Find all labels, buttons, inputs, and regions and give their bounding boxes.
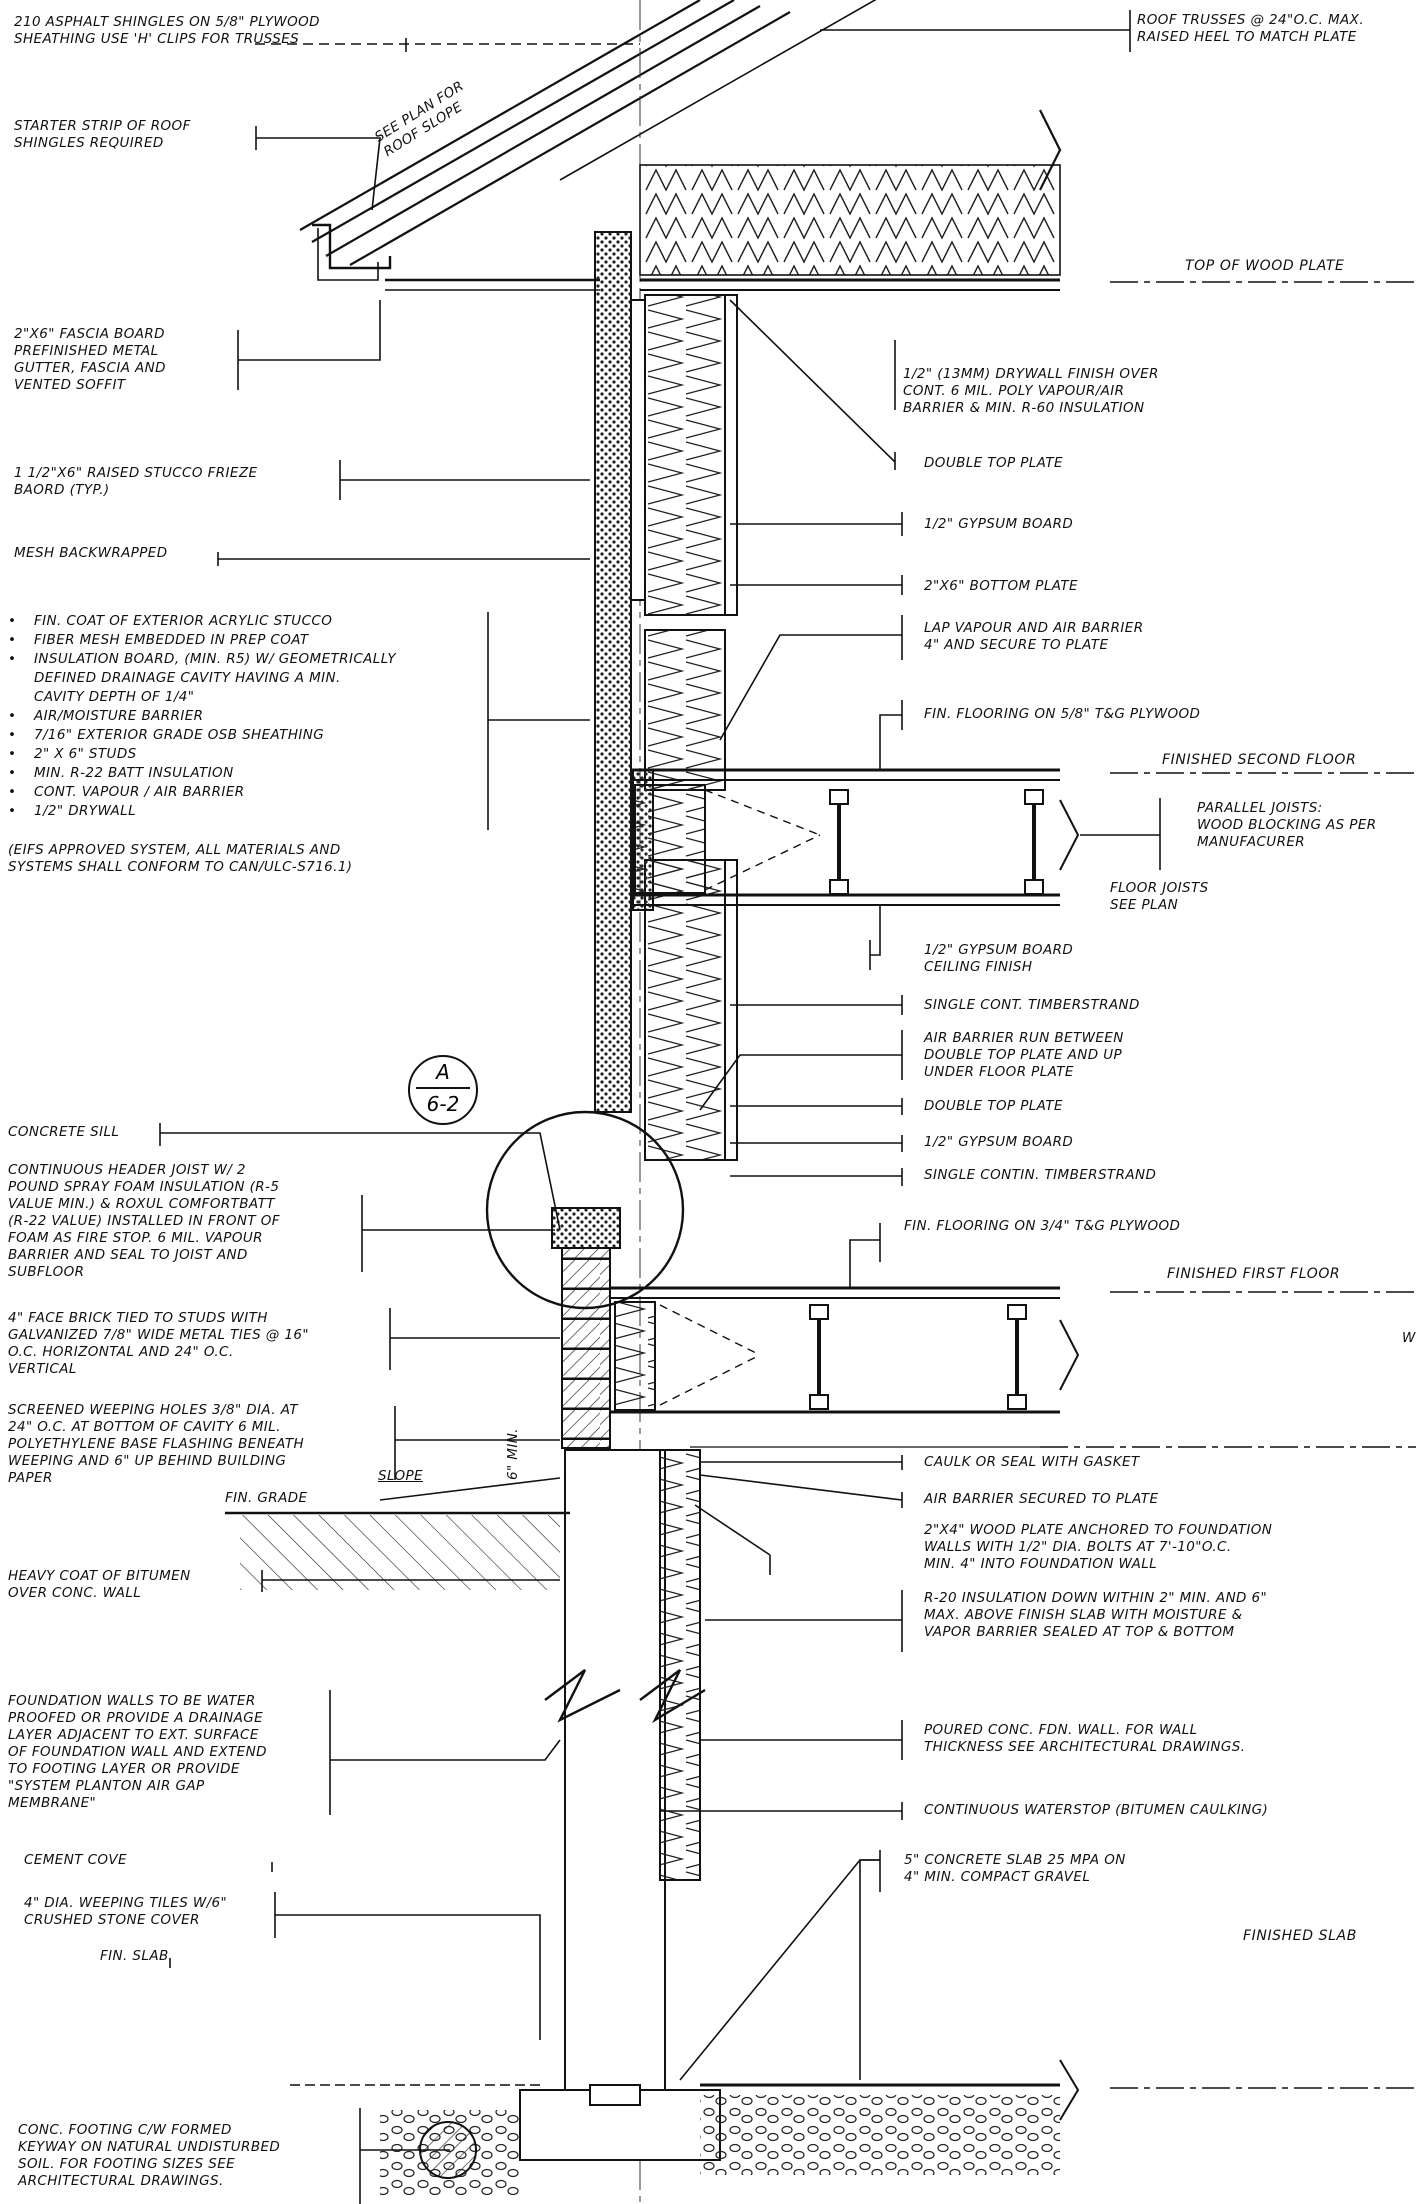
note-double-top-plate-2: DOUBLE TOP PLATE [924,1098,1063,1114]
level-second-floor: FINISHED SECOND FLOOR [1162,752,1357,768]
note-gypsum-2: 1/2" GYPSUM BOARD [924,1134,1074,1150]
note-footing: CONC. FOOTING C/W FORMED KEYWAY ON NATUR… [18,2122,281,2189]
note-concrete-slab: 5" CONCRETE SLAB 25 MPa ON 4" MIN. COMPA… [904,1852,1126,1885]
ground-and-slab [225,1477,1080,2195]
note-timberstrand-1: SINGLE CONT. TIMBERSTRAND [924,997,1140,1013]
level-top-of-plate: TOP OF WOOD PLATE [1185,258,1345,274]
note-r20-insulation: R-20 INSULATION DOWN WITHIN 2" MIN. AND … [924,1590,1268,1640]
note-bitumen: HEAVY COAT OF BITUMEN OVER CONC. WALL [8,1568,191,1601]
detail-circle [485,1110,685,1310]
second-floor-system [630,768,1080,906]
note-foundation-waterproof: FOUNDATION WALLS TO BE WATER PROOFED OR … [8,1693,267,1811]
note-roof-trusses: ROOF TRUSSES @ 24"o.c. MAX. RAISED HEEL … [1137,12,1365,45]
note-flooring-second: FIN. FLOORING ON 5/8" T&G PLYWOOD [924,706,1201,722]
wall-layer-item: 1/2" DRYWALL [8,802,396,821]
level-finished-slab: FINISHED SLAB [1243,1928,1357,1944]
note-bottom-plate: 2"x6" BOTTOM PLATE [924,578,1078,594]
wall-layer-item: 2" X 6" STUDS [8,745,396,764]
note-timberstrand-2: SINGLE CONTIN. TIMBERSTRAND [924,1167,1157,1183]
note-face-brick: 4" FACE BRICK TIED TO STUDS WITH GALVANI… [8,1310,309,1377]
note-slope: SLOPE [378,1468,423,1484]
detail-callout-bubble: A 6-2 [408,1055,478,1125]
note-waterstop: CONTINUOUS WATERSTOP (BITUMEN CAULKING) [924,1802,1269,1818]
note-double-top-plate-1: DOUBLE TOP PLATE [924,455,1063,471]
note-poured-wall: POURED CONC. FDN. WALL. FOR WALL THICKNE… [924,1722,1246,1755]
note-floor-joists: FLOOR JOISTS SEE PLAN [1110,880,1209,913]
wall-layer-item: INSULATION BOARD, (MIN. R5) W/ GEOMETRIC… [8,650,396,707]
leaders-right [660,10,1161,2081]
detail-callout-letter: A [416,1057,470,1089]
wall-layer-item: FIBER MESH EMBEDDED IN PREP COAT [8,631,396,650]
note-cement-cove: CEMENT COVE [24,1852,127,1868]
wall-layers-list: FIN. COAT OF EXTERIOR ACRYLIC STUCCO FIB… [8,612,396,821]
leaders-left [159,38,590,2204]
note-lap-barrier: LAP VAPOUR AND AIR BARRIER 4" AND SECURE… [924,620,1144,653]
note-wood-plate-anchor: 2"x4" WOOD PLATE ANCHORED TO FOUNDATION … [924,1522,1273,1572]
first-floor-system [610,1286,1080,1414]
note-concrete-sill: CONCRETE SILL [8,1124,120,1140]
note-fascia: 2"X6" FASCIA BOARD PREFINISHED METAL GUT… [14,326,166,393]
wall-layer-item: 7/16" EXTERIOR GRADE OSB SHEATHING [8,726,396,745]
note-caulk: CAULK OR SEAL WITH GASKET [924,1454,1140,1470]
note-air-barrier-run: AIR BARRIER RUN BETWEEN DOUBLE TOP PLATE… [924,1030,1124,1080]
note-six-min: 6" MIN. [505,1428,521,1480]
wall-layer-item: CONT. VAPOUR / AIR BARRIER [8,783,396,802]
level-lines [690,281,1416,2089]
note-air-barrier-plate: AIR BARRIER SECURED TO PLATE [924,1491,1159,1507]
note-starter-strip: STARTER STRIP OF ROOF SHINGLES REQUIRED [14,118,191,151]
note-fin-slab: FIN. SLAB [100,1948,169,1964]
note-eifs: (EIFS APPROVED SYSTEM, ALL MATERIALS AND… [8,842,353,875]
note-gypsum-1: 1/2" GYPSUM BOARD [924,516,1074,532]
brick-veneer [551,1207,621,1449]
note-ceiling-gypsum: 1/2" GYPSUM BOARD CEILING FINISH [924,942,1074,975]
note-header-joist: CONTINUOUS HEADER JOIST W/ 2 POUND SPRAY… [8,1162,280,1280]
note-ceiling-drywall: 1/2" (13mm) DRYWALL FINISH OVER CONT. 6 … [903,366,1159,416]
detail-callout-sheet: 6-2 [426,1092,460,1116]
note-mesh-backwrapped: MESH BACKWRAPPED [14,545,168,561]
wall-layer-item: FIN. COAT OF EXTERIOR ACRYLIC STUCCO [8,612,396,631]
note-flooring-first: FIN. FLOORING ON 3/4" T&G PLYWOOD [904,1218,1181,1234]
note-w-edge: W [1402,1330,1416,1346]
note-fin-grade: FIN. GRADE [225,1490,308,1506]
exterior-wall-upper [594,231,738,1161]
note-shingles: 210 ASPHALT SHINGLES ON 5/8" PLYWOOD SHE… [14,14,320,47]
wall-layer-item: MIN. R-22 BATT INSULATION [8,764,396,783]
wall-layer-item: AIR/MOISTURE BARRIER [8,707,396,726]
note-weeping-holes: SCREENED WEEPING HOLES 3/8" DIA. AT 24" … [8,1402,305,1486]
foundation-wall [519,1449,721,2161]
note-stucco-frieze: 1 1/2"X6" RAISED STUCCO FRIEZE BAORD (TY… [14,465,258,498]
level-first-floor: FINISHED FIRST FLOOR [1167,1266,1341,1282]
roof-assembly [255,0,1062,2204]
note-weeping-tiles: 4" DIA. WEEPING TILES W/6" CRUSHED STONE… [24,1895,228,1928]
note-parallel-joists: PARALLEL JOISTS: WOOD BLOCKING AS PER MA… [1197,800,1377,850]
